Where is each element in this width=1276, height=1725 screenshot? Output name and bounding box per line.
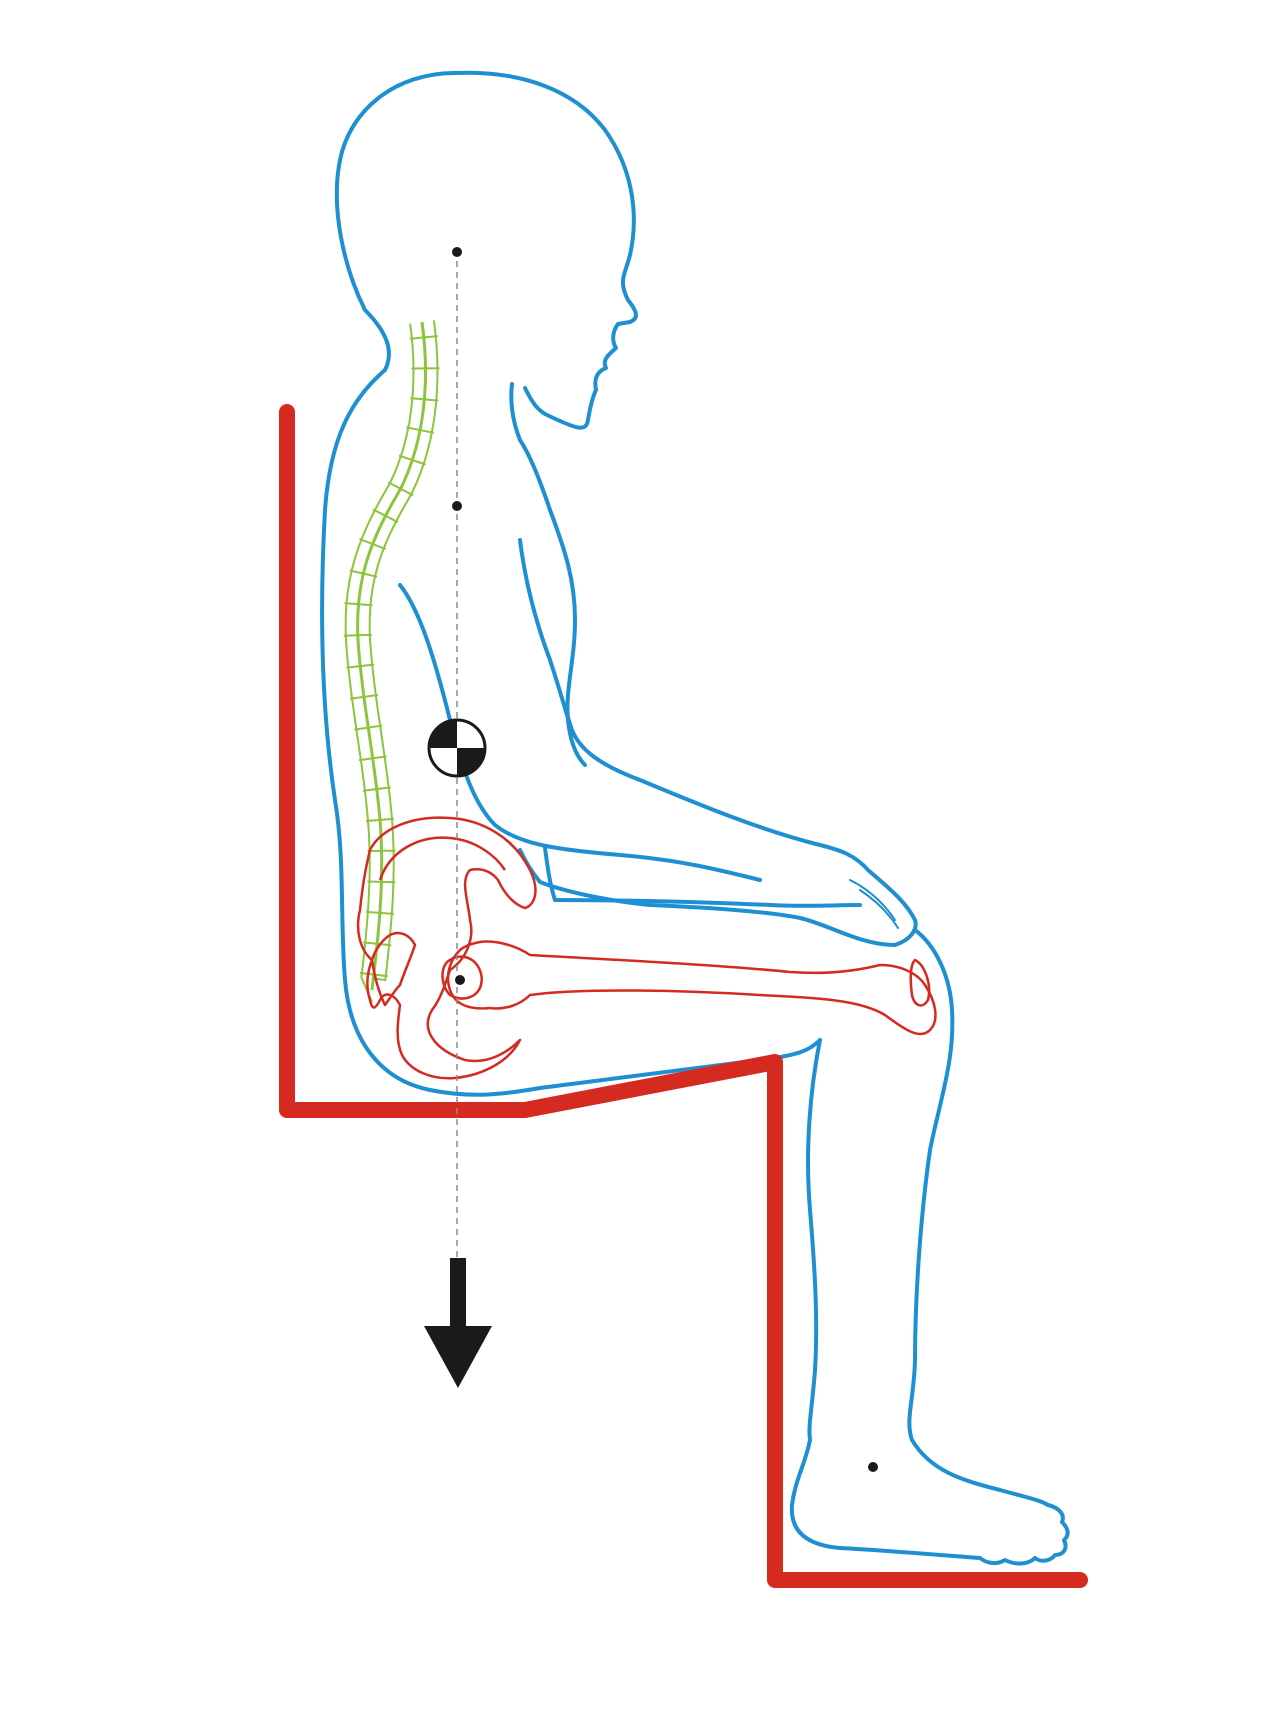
hip-point [455, 975, 465, 985]
vertebral-rail [344, 323, 415, 1003]
vertebra [372, 508, 399, 524]
head-and-back-contour [320, 71, 822, 1097]
body-outline [320, 70, 1070, 1566]
pelvis-outline [356, 816, 537, 1080]
vertebra [367, 880, 396, 884]
head-point [452, 247, 462, 257]
spinal-cord [356, 321, 428, 991]
vertebra [354, 724, 383, 731]
vertebra [349, 569, 378, 578]
center-of-mass-icon [427, 718, 487, 778]
neck-chest-contour [509, 382, 587, 767]
sacrum [370, 931, 417, 1007]
pelvis [356, 816, 937, 1080]
vertebra [365, 817, 394, 822]
spine [343, 320, 440, 1003]
vertebra [362, 786, 391, 792]
knee-shin-contour [907, 928, 1050, 1507]
vertebra [410, 397, 439, 402]
arm-contour [518, 538, 918, 947]
reference-points [452, 247, 878, 1472]
vertebra [358, 755, 387, 762]
chest-point [452, 501, 462, 511]
inner-arm-line [398, 583, 762, 882]
vertebral-rail [368, 320, 439, 982]
belly-line [543, 846, 557, 902]
gravity-arrow-icon [424, 1258, 492, 1388]
hand-detail [849, 879, 899, 929]
vertebra [409, 335, 438, 340]
vertebra [343, 633, 372, 637]
vertebra [363, 941, 392, 947]
thigh-top-contour [553, 898, 862, 908]
foot-contour [789, 1438, 1070, 1566]
chair [279, 404, 1088, 1588]
iliac-crest [378, 836, 507, 881]
calf-back-contour [806, 1038, 822, 1442]
chair-frame [279, 404, 1088, 1588]
knee-cap [909, 958, 931, 1007]
femoral-head [441, 955, 483, 1000]
ankle-point [868, 1462, 878, 1472]
vertebra [344, 602, 373, 607]
vertebra [349, 694, 378, 700]
vertebra [346, 663, 375, 669]
vertebra [367, 849, 396, 853]
face-profile [453, 70, 638, 430]
vertebrae [343, 320, 440, 1003]
vertebra [365, 910, 394, 915]
femur [446, 940, 937, 1036]
vertebra [359, 538, 386, 551]
vertebra [398, 454, 426, 466]
vertebra [387, 481, 414, 497]
vertebra [406, 426, 434, 434]
